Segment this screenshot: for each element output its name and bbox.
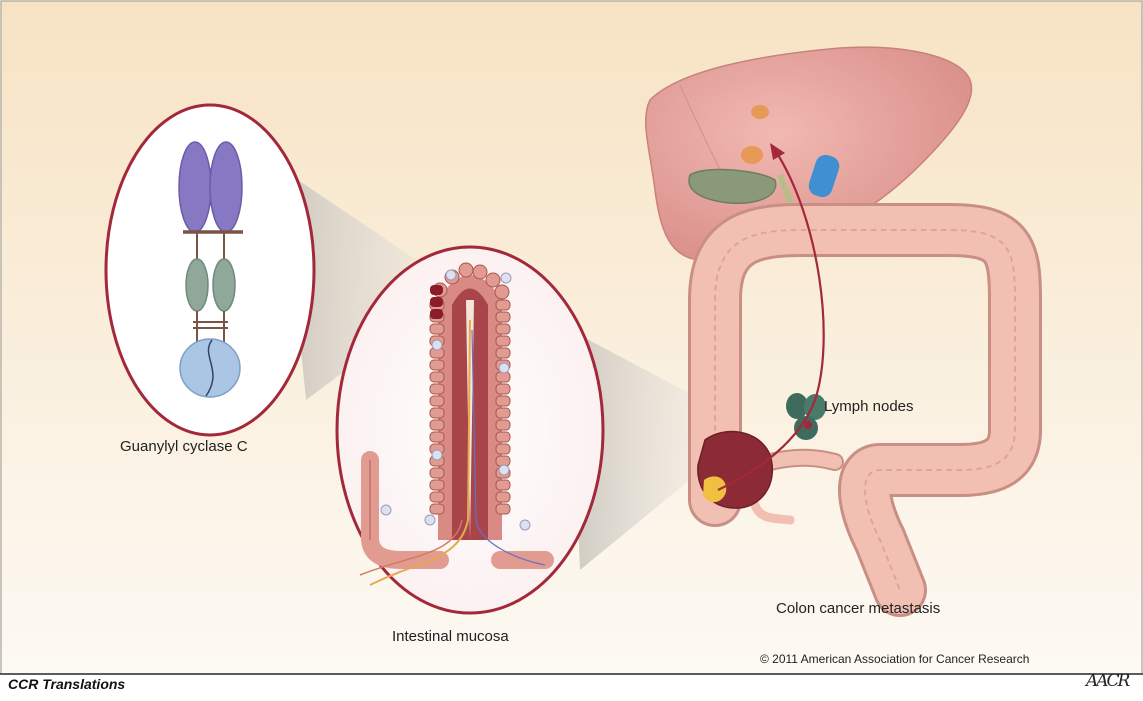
label-colon-cancer-metastasis: Colon cancer metastasis xyxy=(776,600,940,617)
footer-series-title: CCR Translations xyxy=(8,676,125,692)
tumor xyxy=(698,432,773,509)
receptor-oval xyxy=(106,105,314,435)
mucosa-oval xyxy=(337,247,603,613)
label-lymph-nodes: Lymph nodes xyxy=(824,398,914,415)
label-intestinal-mucosa: Intestinal mucosa xyxy=(392,628,509,645)
copyright-notice: © 2011 American Association for Cancer R… xyxy=(760,652,1029,666)
aacr-logo: AACR xyxy=(1086,671,1128,691)
label-guanylyl-cyclase-c: Guanylyl cyclase C xyxy=(120,438,248,455)
